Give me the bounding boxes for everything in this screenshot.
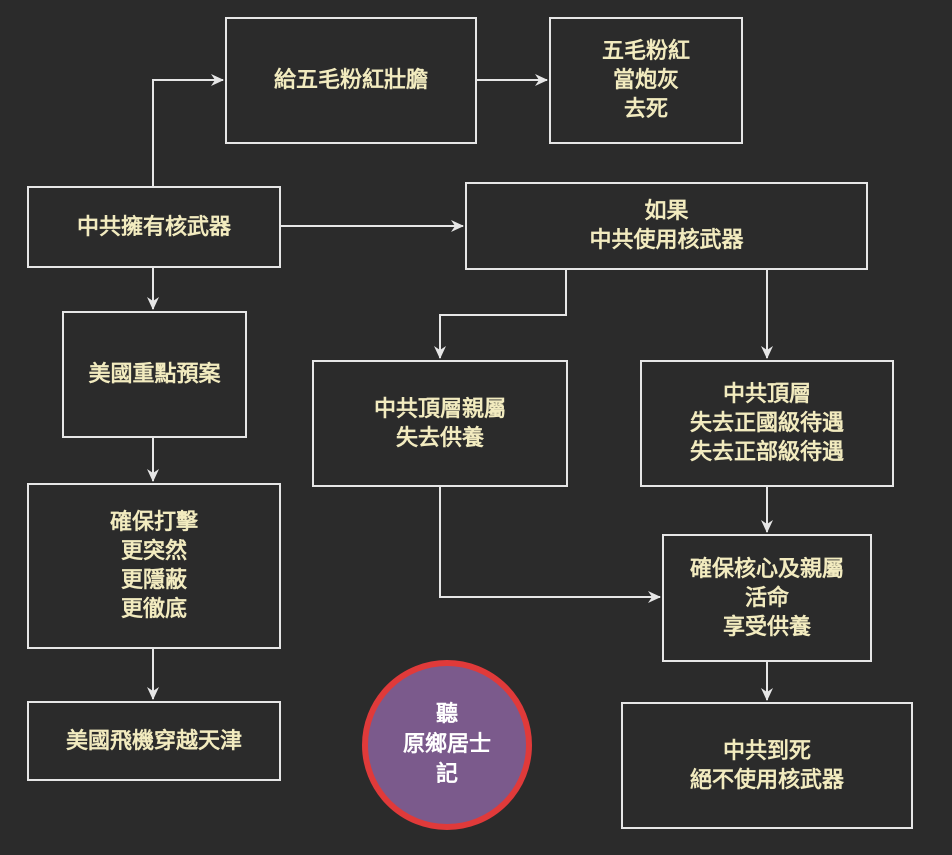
node-label: 確保核心及親屬 活命 享受供養 xyxy=(689,556,844,640)
node-us-planes-tianjin: 美國飛機穿越天津 xyxy=(27,701,281,781)
node-label: 美國重點預案 xyxy=(88,362,221,387)
node-label: 中共到死 絕不使用核武器 xyxy=(689,738,844,793)
node-label: 中共擁有核武器 xyxy=(76,214,231,240)
node-top-lose-treatment: 中共頂層 失去正國級待遇 失去正部級待遇 xyxy=(640,360,894,487)
node-ensure-strike: 確保打擊 更突然 更隱蔽 更徹底 xyxy=(27,483,281,649)
node-wumao-cannon-fodder: 五毛粉紅 當炮灰 去死 xyxy=(549,17,743,144)
node-label: 中共頂層 失去正國級待遇 失去正部級待遇 xyxy=(689,382,844,465)
author-badge: 聽 原鄉居士 記 xyxy=(362,660,532,830)
arrow-relatives-to-core xyxy=(439,487,661,603)
node-label: 如果 中共使用核武器 xyxy=(589,199,744,253)
node-label: 中共頂層親屬 失去供養 xyxy=(373,396,506,451)
node-us-key-plan: 美國重點預案 xyxy=(62,311,247,438)
author-badge-text: 聽 原鄉居士 記 xyxy=(402,702,491,787)
node-ensure-core-survive: 確保核心及親屬 活命 享受供養 xyxy=(662,534,872,662)
node-zhonggong-has-nukes: 中共擁有核武器 xyxy=(27,186,281,268)
arrow-nukes-to-courage xyxy=(152,74,224,186)
node-label: 給五毛粉紅壯膽 xyxy=(273,68,428,93)
node-never-use-nukes: 中共到死 絕不使用核武器 xyxy=(621,702,913,829)
node-if-use-nukes: 如果 中共使用核武器 xyxy=(465,182,868,270)
arrow-if-use-to-relatives xyxy=(434,270,567,359)
node-top-relatives-lose: 中共頂層親屬 失去供養 xyxy=(312,360,568,487)
node-give-wumao-courage: 給五毛粉紅壯膽 xyxy=(225,17,477,144)
node-label: 確保打擊 更突然 更隱蔽 更徹底 xyxy=(109,510,198,622)
node-label: 美國飛機穿越天津 xyxy=(65,728,242,754)
node-label: 五毛粉紅 當炮灰 去死 xyxy=(601,39,690,122)
